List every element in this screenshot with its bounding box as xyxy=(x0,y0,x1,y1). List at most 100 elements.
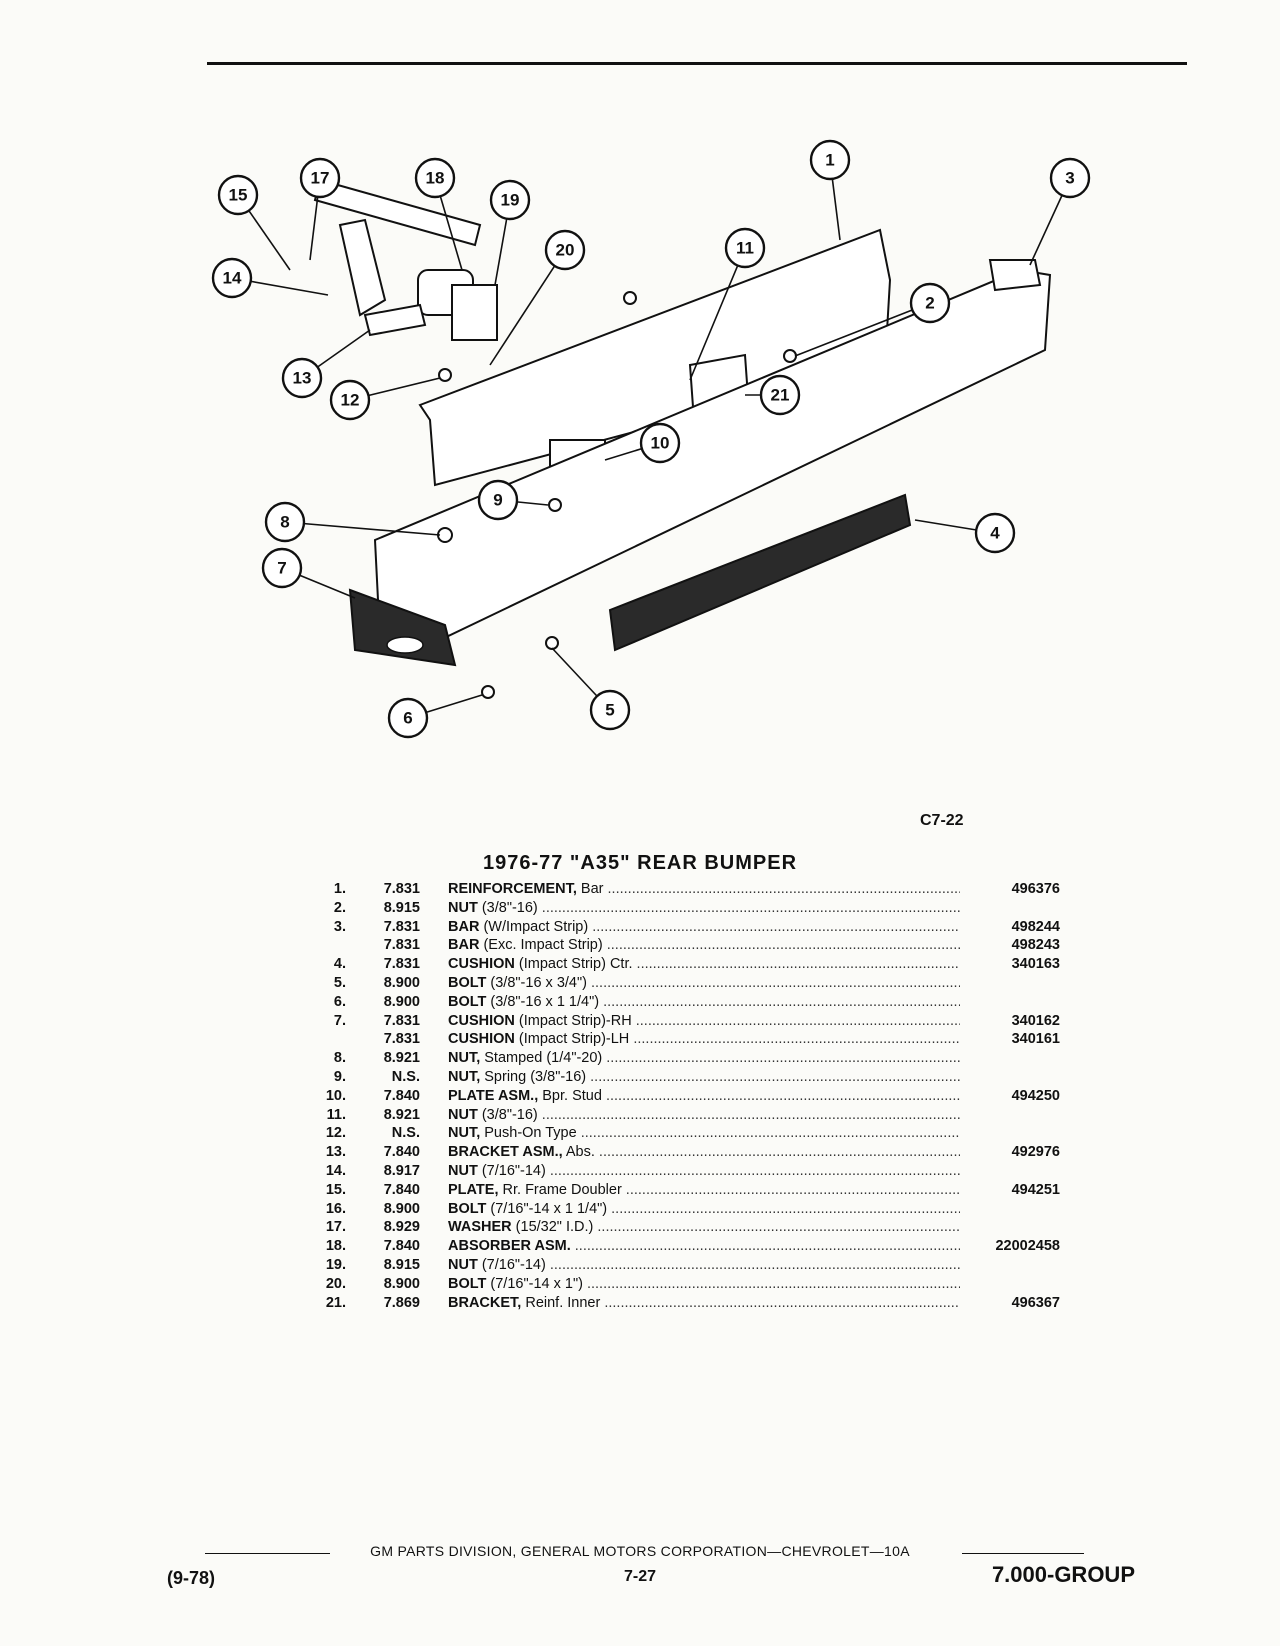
group-number: 8.917 xyxy=(383,1162,420,1179)
svg-text:4: 4 xyxy=(990,524,1000,543)
part-name: NUT xyxy=(448,899,478,916)
callout-6: 6 xyxy=(387,697,429,739)
callout-leader xyxy=(489,249,566,366)
part-name: BAR xyxy=(448,918,480,935)
part-description: PLATE ASM., Bpr. Stud ..................… xyxy=(448,1087,960,1104)
svg-text:10: 10 xyxy=(651,434,670,453)
item-number: 15. xyxy=(325,1181,346,1198)
callout-17: 17 xyxy=(299,157,341,199)
callout-leader xyxy=(794,302,931,357)
callout-21: 21 xyxy=(759,374,801,416)
item-number: 2. xyxy=(333,899,346,916)
part-number xyxy=(960,1162,1060,1181)
part-detail: Push-On Type xyxy=(480,1125,577,1142)
part-name: BOLT xyxy=(448,1275,487,1292)
part-number: 498244 xyxy=(1011,918,1060,935)
item-number: 20. xyxy=(325,1275,346,1292)
part-name: NUT, xyxy=(448,1050,481,1067)
part-detail: Spring (3/8"-16) xyxy=(480,1068,587,1085)
part-name: BOLT xyxy=(448,974,487,991)
part-detail: (3/8"-16) xyxy=(477,899,538,916)
svg-text:7: 7 xyxy=(277,559,286,578)
part-name: REINFORCEMENT, xyxy=(448,881,577,897)
part-detail: (15/32" I.D.) xyxy=(511,1219,594,1236)
part-description: PLATE, Rr. Frame Doubler ...............… xyxy=(448,1181,960,1198)
item-number: 8. xyxy=(333,1050,346,1067)
group-number: 7.869 xyxy=(383,1294,420,1311)
svg-text:12: 12 xyxy=(341,391,360,410)
footer-date: (9-78) xyxy=(167,1568,216,1588)
part-detail: (7/16"-14) xyxy=(477,1162,546,1179)
part-name: NUT xyxy=(448,1106,478,1123)
callout-3: 3 xyxy=(1049,157,1091,199)
part-number: 496376 xyxy=(1011,881,1060,897)
part-name: BRACKET, xyxy=(448,1294,522,1311)
callout-leader xyxy=(689,247,746,381)
callout-leader xyxy=(284,521,441,536)
svg-text:8: 8 xyxy=(280,513,289,532)
callout-14: 14 xyxy=(211,257,253,299)
part-number: 492976 xyxy=(1011,1144,1060,1161)
item-number: 12. xyxy=(325,1125,346,1142)
part-number xyxy=(960,1200,1060,1219)
group-number: 7.831 xyxy=(383,1031,420,1048)
part-description: BRACKET, Reinf. Inner ..................… xyxy=(448,1294,960,1311)
item-number xyxy=(300,936,346,955)
callout-18: 18 xyxy=(414,157,456,199)
item-number: 17. xyxy=(325,1219,346,1236)
part-number xyxy=(960,1068,1060,1087)
group-number: 7.831 xyxy=(383,918,420,935)
part-name: PLATE ASM., xyxy=(448,1087,539,1104)
part-detail: (Impact Strip) Ctr. xyxy=(514,956,633,973)
group-number: 7.831 xyxy=(383,1012,420,1029)
part-detail: (Impact Strip)-LH xyxy=(514,1031,630,1048)
top-rule xyxy=(207,62,1187,65)
svg-text:6: 6 xyxy=(403,709,412,728)
part-description: BRACKET ASM., Abs. .....................… xyxy=(448,1144,960,1161)
parts-list-row: 15. 7.840 PLATE, Rr. Frame Doubler .......… xyxy=(300,1181,1060,1200)
callout-15: 15 xyxy=(217,174,259,216)
group-number: 7.831 xyxy=(383,881,420,897)
part-detail: Stamped (1/4"-20) xyxy=(480,1050,603,1067)
part-detail: Rr. Frame Doubler xyxy=(498,1181,622,1198)
item-number xyxy=(300,1030,346,1049)
part-name: BOLT xyxy=(448,993,487,1010)
part-name: NUT xyxy=(448,1162,478,1179)
item-number: 13. xyxy=(325,1144,346,1161)
group-number: 7.840 xyxy=(383,1144,420,1161)
svg-text:20: 20 xyxy=(556,241,575,260)
part-name: BAR xyxy=(448,937,480,954)
absorber-bracket xyxy=(363,303,427,337)
nut-spring xyxy=(548,498,562,512)
svg-text:17: 17 xyxy=(311,169,330,188)
part-number: 340163 xyxy=(1011,956,1060,973)
part-name: NUT, xyxy=(448,1125,481,1142)
footer-group: 7.000-GROUP xyxy=(991,1562,1135,1587)
parts-list-row: 13. 7.840 BRACKET ASM., Abs. .............… xyxy=(300,1143,1060,1162)
part-description: BAR (Exc. Impact Strip) ................… xyxy=(448,937,960,954)
svg-text:21: 21 xyxy=(771,386,790,405)
group-number: 7.831 xyxy=(383,937,420,954)
part-number: 496367 xyxy=(1011,1294,1060,1311)
group-number: 7.840 xyxy=(383,1181,420,1198)
part-number xyxy=(960,1106,1060,1125)
callout-2: 2 xyxy=(909,282,951,324)
callout-10: 10 xyxy=(639,422,681,464)
part-description: NUT (7/16"-14) .........................… xyxy=(448,1256,960,1273)
callout-20: 20 xyxy=(544,229,586,271)
part-detail: (7/16"-14 x 1") xyxy=(486,1275,583,1292)
callout-1: 1 xyxy=(809,139,851,181)
part-description: BOLT (7/16"-14 x 1") ...................… xyxy=(448,1275,960,1292)
part-name: NUT xyxy=(448,1256,478,1273)
